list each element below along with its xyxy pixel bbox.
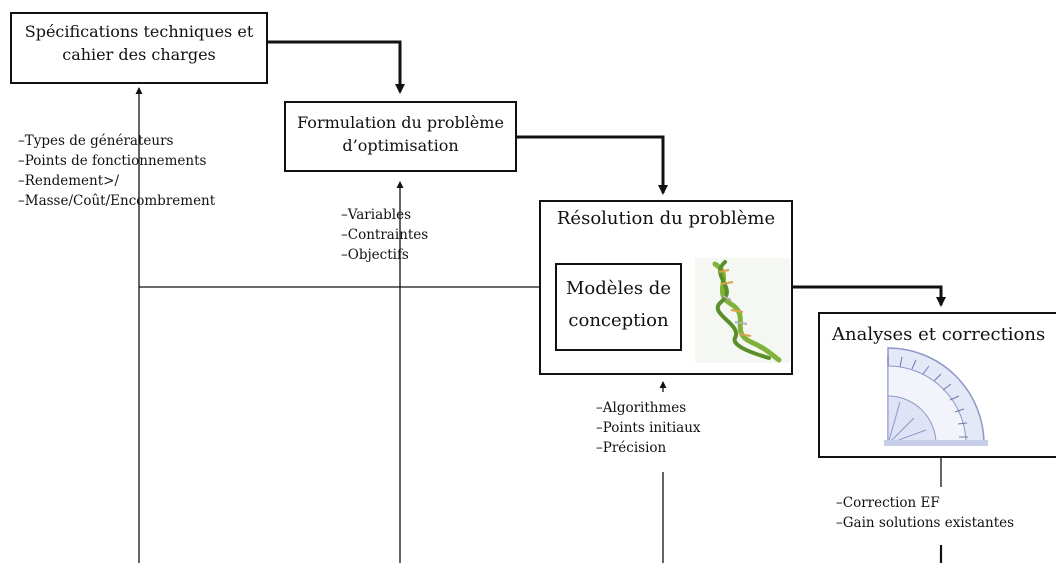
resolution-input-list: –Algorithmes –Points initiaux –Précision [596,398,701,458]
list-item: –Gain solutions existantes [836,515,1015,531]
analyses-input-list: –Correction EF –Gain solutions existante… [836,493,1014,533]
flow-arrow-formulation-to-resolution [517,135,668,195]
design-models-box: Modèles de conception [555,263,682,351]
dna-helix-icon [695,258,790,363]
specifications-title-line2: cahier des charges [62,45,216,65]
specifications-box: Spécifications techniques et cahier des … [10,12,268,84]
formulation-box: Formulation du problème d’optimisation [284,101,517,172]
formulation-title: Formulation du problème d’optimisation [286,111,515,157]
specifications-input-list: –Types de générateurs –Points de fonctio… [18,131,215,211]
list-item: –Masse/Coût/Encombrement [18,193,216,209]
design-models-title: Modèles de conception [557,273,680,337]
formulation-input-list: –Variables –Contraintes –Objectifs [341,205,428,265]
list-item: –Algorithmes [596,400,687,416]
specifications-title: Spécifications techniques et cahier des … [12,20,266,66]
flow-arrow-resolution-to-analyses [793,285,946,307]
list-item: –Rendement>/ [18,173,119,189]
design-models-line2: conception [568,310,669,331]
specifications-title-line1: Spécifications techniques et [24,22,254,41]
design-models-line1: Modèles de [566,278,671,299]
list-item: –Variables [341,207,412,223]
formulation-title-line2: d’optimisation [342,136,459,156]
list-item: –Correction EF [836,495,940,511]
list-item: –Points de fonctionnements [18,153,207,169]
machine-cross-section-icon [884,347,988,446]
list-item: –Types de générateurs [18,133,174,149]
flow-arrow-spec-to-formulation [268,40,405,94]
analyses-title: Analyses et corrections [832,324,1046,345]
formulation-title-line1: Formulation du problème [297,113,504,132]
list-item: –Points initiaux [596,420,701,436]
list-item: –Précision [596,440,667,456]
resolution-title: Résolution du problème [556,208,776,229]
list-item: –Contraintes [341,227,429,243]
list-item: –Objectifs [341,247,409,263]
